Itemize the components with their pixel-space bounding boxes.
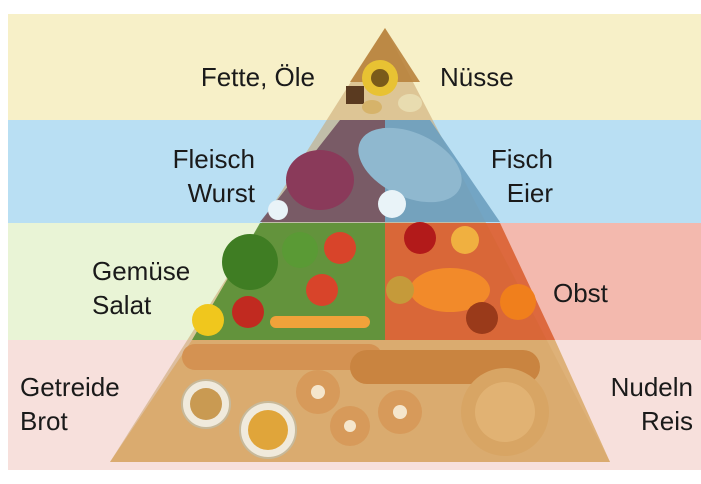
protein-foods-illustration [260, 113, 500, 222]
label-fats-right: Nüsse [440, 60, 514, 94]
label-grains-right: Nudeln Reis [611, 370, 693, 438]
label-grains-left: Getreide Brot [20, 370, 120, 438]
label-fats-left: Fette, Öle [201, 60, 315, 94]
grain-foods-illustration [110, 340, 610, 462]
label-fruit-right: Obst [553, 276, 608, 310]
label-vegetables-left: Gemüse Salat [92, 254, 190, 322]
label-protein-right: Fisch Eier [491, 142, 553, 210]
vegetable-fruit-foods-illustration [192, 222, 555, 340]
label-protein-left: Fleisch Wurst [173, 142, 255, 210]
